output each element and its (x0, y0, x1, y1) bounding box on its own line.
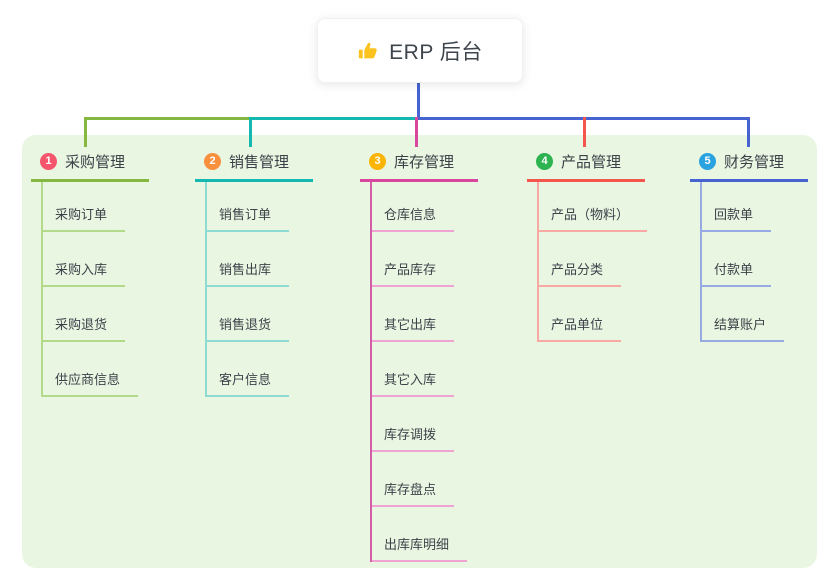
branch-badge: 3 (369, 153, 386, 170)
branch-badge: 4 (536, 153, 553, 170)
mindmap-node-item[interactable]: 产品分类 (537, 232, 647, 287)
connector-drop (415, 117, 418, 147)
root-node-label: ERP 后台 (389, 40, 483, 64)
mindmap-node-item[interactable]: 采购退货 (41, 287, 149, 342)
mindmap-node-item[interactable]: 销售退货 (205, 287, 313, 342)
root-node[interactable]: ERP 后台 (317, 18, 523, 83)
item-label: 采购入库 (41, 259, 126, 287)
branch-items: 仓库信息产品库存其它出库其它入库库存调拨库存盘点出库库明细 (370, 182, 478, 562)
item-label: 产品库存 (370, 259, 455, 287)
branch-items: 采购订单采购入库采购退货供应商信息 (41, 182, 149, 397)
item-label: 仓库信息 (370, 204, 455, 232)
mindmap-node-item[interactable]: 其它出库 (370, 287, 478, 342)
branch-items: 回款单付款单结算账户 (700, 182, 808, 342)
item-label: 产品（物料） (537, 204, 648, 232)
mindmap-node-item[interactable]: 采购入库 (41, 232, 149, 287)
mindmap-node-item[interactable]: 产品库存 (370, 232, 478, 287)
branch-items: 产品（物料） 产品分类产品单位 (537, 182, 648, 342)
branch-label: 销售管理 (229, 154, 290, 171)
item-label: 产品单位 (537, 314, 622, 342)
branch-sales: 2 销售管理 销售订单销售出库销售退货客户信息 (195, 146, 314, 397)
mindmap-node-item[interactable]: 采购订单 (41, 182, 149, 232)
branches-panel (22, 135, 817, 568)
connector-drop (583, 117, 586, 147)
connector-root-stub (417, 83, 420, 120)
mindmap-node-item[interactable]: 付款单 (700, 232, 808, 287)
item-label: 客户信息 (205, 369, 290, 397)
connector-drop (747, 117, 750, 147)
branch-product: 4 产品管理 产品（物料） 产品分类产品单位 (527, 146, 648, 342)
mindmap-node-item[interactable]: 回款单 (700, 182, 808, 232)
item-label: 采购订单 (41, 204, 126, 232)
mindmap-node-item[interactable]: 结算账户 (700, 287, 808, 342)
mindmap-node-item[interactable]: 销售出库 (205, 232, 313, 287)
item-label: 付款单 (700, 259, 772, 287)
mindmap-node-item[interactable]: 产品（物料） (537, 182, 648, 232)
branch-badge: 5 (699, 153, 716, 170)
item-label: 供应商信息 (41, 369, 139, 397)
branch-label: 库存管理 (394, 154, 455, 171)
item-label: 库存调拨 (370, 424, 455, 452)
item-label: 库存盘点 (370, 479, 455, 507)
item-label: 销售出库 (205, 259, 290, 287)
branch-inventory: 3 库存管理 仓库信息产品库存其它出库其它入库库存调拨库存盘点出库库明细 (360, 146, 479, 562)
branch-badge: 2 (204, 153, 221, 170)
branch-header[interactable]: 5 财务管理 (690, 146, 809, 182)
mindmap-node-item[interactable]: 出库库明细 (370, 507, 478, 562)
branch-header[interactable]: 4 产品管理 (527, 146, 646, 182)
branch-label: 产品管理 (561, 154, 622, 171)
branch-header[interactable]: 3 库存管理 (360, 146, 479, 182)
item-label: 出库库明细 (370, 534, 468, 562)
connector-bus-segment (249, 117, 420, 120)
branch-header[interactable]: 2 销售管理 (195, 146, 314, 182)
thumbs-up-icon (357, 40, 379, 62)
mindmap-node-item[interactable]: 其它入库 (370, 342, 478, 397)
branch-label: 采购管理 (65, 154, 126, 171)
branch-header[interactable]: 1 采购管理 (31, 146, 150, 182)
item-label: 产品分类 (537, 259, 622, 287)
mindmap-node-item[interactable]: 库存盘点 (370, 452, 478, 507)
item-label: 其它出库 (370, 314, 455, 342)
item-label: 其它入库 (370, 369, 455, 397)
mindmap-node-item[interactable]: 销售订单 (205, 182, 313, 232)
mindmap-node-item[interactable]: 产品单位 (537, 287, 647, 342)
branch-items: 销售订单销售出库销售退货客户信息 (205, 182, 313, 397)
item-label: 销售订单 (205, 204, 290, 232)
mindmap-node-item[interactable]: 库存调拨 (370, 397, 478, 452)
item-label: 回款单 (700, 204, 772, 232)
mindmap-node-item[interactable]: 供应商信息 (41, 342, 149, 397)
item-label: 采购退货 (41, 314, 126, 342)
item-label: 结算账户 (700, 314, 785, 342)
mindmap-node-item[interactable]: 仓库信息 (370, 182, 478, 232)
branch-badge: 1 (40, 153, 57, 170)
branch-finance: 5 财务管理 回款单付款单结算账户 (690, 146, 809, 342)
connector-drop (84, 117, 87, 147)
branch-label: 财务管理 (724, 154, 785, 171)
item-label: 销售退货 (205, 314, 290, 342)
mindmap-node-item[interactable]: 客户信息 (205, 342, 313, 397)
branch-purchase: 1 采购管理 采购订单采购入库采购退货供应商信息 (31, 146, 150, 397)
connector-drop (249, 117, 252, 147)
